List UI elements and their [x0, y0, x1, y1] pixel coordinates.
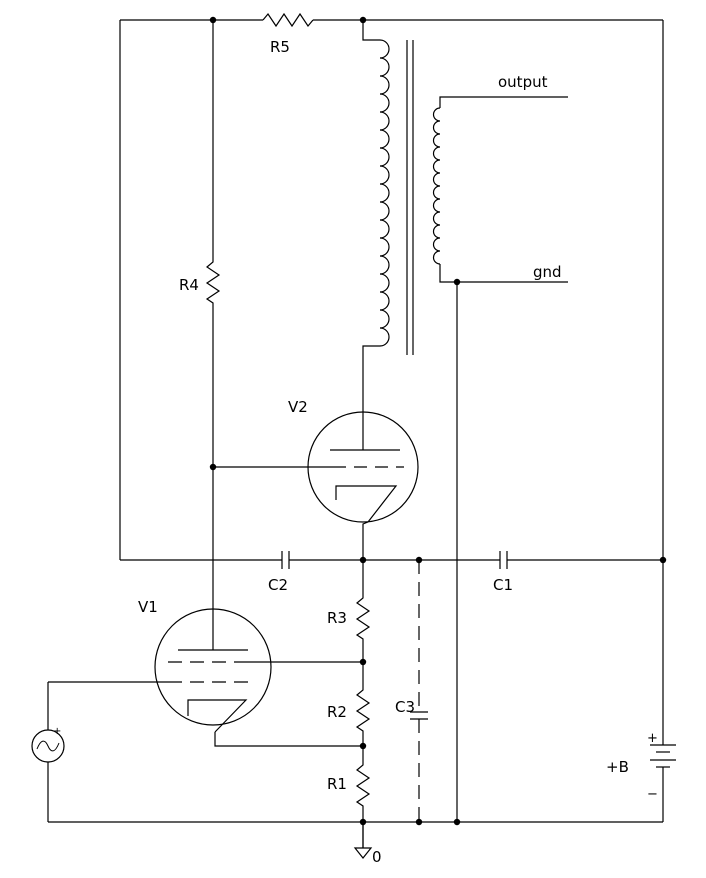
junction-dot — [453, 278, 461, 286]
battery-b-plus — [650, 744, 676, 776]
tube-v2 — [213, 411, 419, 562]
ac-source-plus: + — [53, 726, 61, 737]
junction-dot — [453, 818, 461, 826]
r2-label: R2 — [327, 703, 347, 721]
resistor-r5 — [262, 12, 314, 28]
junction-dot — [659, 556, 667, 564]
output-label: output — [498, 73, 548, 91]
resistor-r1 — [355, 746, 371, 848]
transformer-secondary-coil — [432, 107, 441, 265]
r5-label: R5 — [270, 38, 290, 56]
resistor-r2 — [355, 662, 371, 746]
transformer-core — [406, 40, 414, 355]
transformer-primary-coil — [379, 39, 390, 347]
c3-label: C3 — [395, 698, 415, 716]
junction-dot — [209, 16, 217, 24]
ground-ref-label: 0 — [372, 848, 382, 866]
supply-label: +B — [606, 758, 629, 776]
resistor-r3 — [355, 562, 371, 662]
c1-label: C1 — [493, 576, 513, 594]
junction-dot — [359, 818, 367, 826]
tube-v1 — [48, 467, 363, 747]
junction-dot — [359, 658, 367, 666]
capacitor-c3 — [410, 560, 428, 822]
battery-plus-sign: + — [647, 731, 658, 746]
v1-label: V1 — [138, 598, 158, 616]
transformer — [362, 20, 568, 822]
capacitor-c2 — [281, 551, 290, 569]
junction-dot — [359, 556, 367, 564]
ground-symbol — [353, 822, 373, 859]
capacitor-c1 — [499, 551, 508, 569]
top-rail — [119, 19, 664, 822]
resistor-r4 — [205, 20, 221, 467]
junction-dot — [415, 556, 423, 564]
c2-label: C2 — [268, 576, 288, 594]
ac-source: + — [31, 682, 65, 822]
gnd-label: gnd — [533, 263, 562, 281]
junction-dot — [415, 818, 423, 826]
r1-label: R1 — [327, 775, 347, 793]
r4-label: R4 — [179, 276, 199, 294]
v2-label: V2 — [288, 398, 308, 416]
junction-dot — [209, 463, 217, 471]
junction-dot — [359, 742, 367, 750]
junction-dots — [209, 16, 667, 826]
r3-label: R3 — [327, 609, 347, 627]
junction-dot — [359, 16, 367, 24]
battery-minus-sign: − — [647, 787, 658, 802]
